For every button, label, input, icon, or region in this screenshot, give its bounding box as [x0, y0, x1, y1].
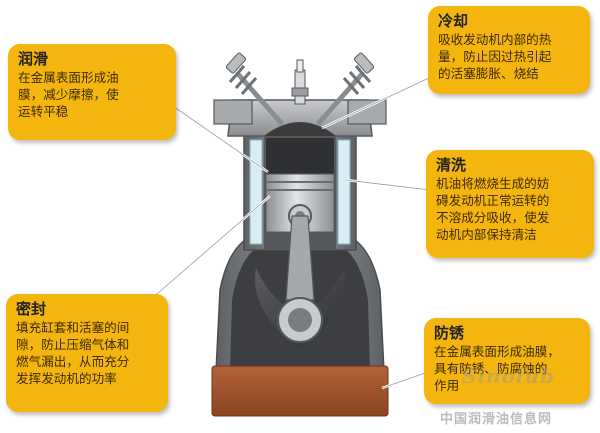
callout-cooling-line-3: 的活塞膨胀、烧结 — [438, 66, 539, 81]
callout-sealing-title: 密封 — [16, 300, 47, 318]
callout-rustproof-line-3: 作用 — [434, 378, 460, 393]
callout-lubrication-line-2: 膜，减少摩擦，使 — [18, 87, 119, 102]
callout-cooling-line-1: 吸收发动机内部的热 — [438, 32, 552, 47]
connecting-rod — [254, 215, 346, 350]
callout-cleaning-line-1: 机油将燃烧生成的妨 — [436, 176, 550, 191]
callout-rustproof-title: 防锈 — [434, 324, 465, 342]
callout-cooling-line-2: 量，防止因过热引起 — [438, 49, 552, 64]
callout-lubrication-title: 润滑 — [18, 50, 49, 68]
crankshaft-web — [254, 268, 346, 350]
oil-sump — [211, 365, 389, 417]
cylinder-head — [213, 99, 387, 137]
callout-cleaning-line-3: 不溶成分吸收，使发 — [436, 210, 550, 225]
callout-rustproof-line-1: 在金属表面形成油膜， — [434, 344, 560, 359]
callout-cleaning-title: 清洗 — [436, 156, 467, 174]
callout-sealing-line-3: 燃气漏出，从而充分 — [16, 354, 130, 369]
callout-lubrication-line-3: 运转平稳 — [18, 104, 69, 119]
callout-cleaning-line-2: 碍发动机正常运转的 — [436, 193, 550, 208]
callout-cleaning-line-4: 动机内部保持清洁 — [436, 227, 537, 242]
valves — [225, 52, 375, 126]
callout-cleaning: 清洗 机油将燃烧生成的妨 碍发动机正常运转的 不溶成分吸收，使发 动机内部保持清… — [426, 150, 594, 258]
callout-sealing: 密封 填充缸套和活塞的间 隙，防止压缩气体和 燃气漏出，从而充分 发挥发动机的功… — [6, 294, 168, 412]
callout-lubrication: 润滑 在金属表面形成油 膜，减少摩擦，使 运转平稳 — [8, 44, 176, 140]
callout-sealing-line-2: 隙，防止压缩气体和 — [16, 337, 130, 352]
callout-rustproof-line-2: 具有防锈、防腐蚀的 — [434, 361, 548, 376]
callout-cooling-title: 冷却 — [438, 12, 469, 30]
callout-lubrication-line-1: 在金属表面形成油 — [18, 70, 119, 85]
callout-sealing-line-1: 填充缸套和活塞的间 — [16, 320, 130, 335]
coolant-jacket-left — [249, 139, 263, 245]
watermark-logo: Sinolub — [462, 364, 556, 388]
coolant-jacket-right — [337, 139, 351, 245]
watermark-site: 中国润滑油信息网 — [440, 412, 553, 427]
callout-rustproof: 防锈 在金属表面形成油膜， 具有防锈、防腐蚀的 作用 — [424, 318, 590, 404]
callout-cooling: 冷却 吸收发动机内部的热 量，防止因过热引起 的活塞膨胀、烧结 — [428, 6, 590, 94]
spark-plug — [291, 59, 309, 105]
callout-sealing-line-4: 发挥发动机的功率 — [16, 371, 117, 386]
